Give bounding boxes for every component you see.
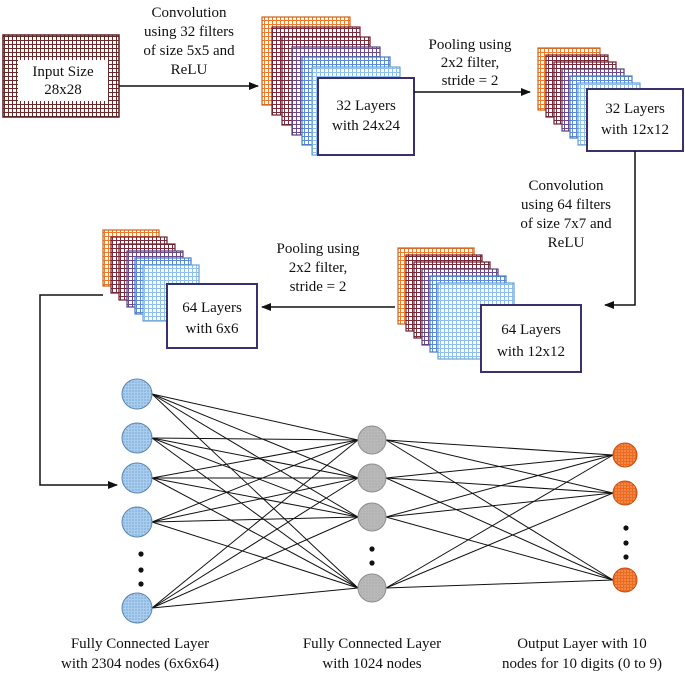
connection-line [151, 477, 359, 518]
ellipsis-dot [138, 567, 144, 573]
node [612, 567, 638, 593]
pool2-caption-line2: 2x2 filter, [289, 260, 348, 276]
connection-line [151, 393, 359, 479]
feature-stack-64x6: 64 Layers with 6x6 [102, 229, 258, 349]
conv1-caption-line1: Convolution [151, 5, 227, 21]
conv1-caption-line4: ReLU [171, 62, 208, 78]
conv2-caption-line2: using 64 filters [521, 197, 611, 213]
node [121, 506, 153, 538]
stack3-label-line1: 64 Layers [501, 322, 561, 338]
output-layer-caption: Output Layer with 10 nodes for 10 digits… [502, 636, 662, 672]
node [357, 425, 387, 455]
conv1-caption-line3: of size 5x5 and [143, 43, 235, 59]
input-block: Input Size 28x28 [2, 34, 120, 118]
connection-line [151, 393, 359, 589]
input-label-line1: Input Size [32, 64, 94, 80]
stack4-label-line1: 64 Layers [182, 300, 242, 316]
connection-line [385, 454, 614, 589]
connection-line [385, 477, 614, 581]
connection-line [151, 437, 359, 441]
pool2-caption-line1: Pooling using [277, 241, 360, 257]
out-caption-line1: Output Layer with 10 [517, 636, 647, 652]
connection-line [151, 516, 359, 523]
connection-line [151, 437, 359, 479]
fc2-caption-line2: with 1024 nodes [322, 656, 421, 672]
fc1-caption-line2: with 2304 nodes (6x6x64) [61, 656, 219, 672]
node [612, 480, 638, 506]
stack2-label-line1: 32 Layers [605, 101, 665, 117]
connection-line [385, 454, 614, 518]
node [612, 442, 638, 468]
fc-layer-2304-caption: Fully Connected Layer with 2304 nodes (6… [61, 636, 219, 672]
node [357, 573, 387, 603]
pool1-caption-line2: 2x2 filter, [441, 55, 500, 71]
conv2-caption-line1: Convolution [528, 178, 604, 194]
fc-layer-1024-caption: Fully Connected Layer with 1024 nodes [303, 636, 441, 672]
ellipsis-dot [369, 560, 375, 566]
connection-line [151, 439, 359, 609]
connection-line [151, 439, 359, 523]
stack3-label-line2: with 12x12 [497, 344, 565, 360]
node [121, 422, 153, 454]
input-label-line2: 28x28 [44, 82, 82, 98]
connection-line [385, 492, 614, 589]
ellipsis-dot [138, 581, 144, 587]
connection-line [385, 579, 614, 589]
conv2-caption-line3: of size 7x7 and [520, 216, 612, 232]
connection-line [151, 477, 359, 609]
ellipsis-dot [623, 554, 629, 560]
connection-line [385, 439, 614, 456]
connection-line [151, 439, 359, 479]
conv1-caption-line2: using 32 filters [144, 24, 234, 40]
pool1-caption-line1: Pooling using [429, 37, 512, 53]
connection-line [151, 393, 359, 518]
ellipsis-dot [138, 551, 144, 557]
conv2-caption-line4: ReLU [548, 235, 585, 251]
arrow-conv2 [604, 151, 636, 309]
feature-stack-32x12: 32 Layers with 12x12 [537, 47, 684, 152]
connection-line [151, 477, 359, 523]
connection-line [385, 454, 614, 479]
fc-layer-2304 [121, 378, 153, 624]
pool1-caption-line3: stride = 2 [442, 73, 499, 89]
arrow-flatten [39, 294, 118, 489]
connection-line [151, 437, 359, 589]
stack1-label-line1: 32 Layers [336, 98, 396, 114]
network-connections [151, 393, 614, 609]
stack2-label-line2: with 12x12 [601, 122, 669, 138]
node [357, 502, 387, 532]
connection-line [385, 492, 614, 518]
connection-line [151, 516, 359, 609]
conv2-caption: Convolution using 64 filters of size 7x7… [520, 178, 612, 251]
connection-line [151, 521, 359, 589]
node [121, 378, 153, 410]
connection-line [385, 516, 614, 581]
ellipsis-dot [623, 540, 629, 546]
node [121, 592, 153, 624]
feature-stack-32x24: 32 Layers with 24x24 [261, 16, 415, 156]
conv1-caption: Convolution using 32 filters of size 5x5… [143, 5, 235, 78]
pool1-caption: Pooling using 2x2 filter, stride = 2 [429, 37, 512, 89]
node [121, 462, 153, 494]
ellipsis-dot [623, 525, 629, 531]
connection-line [385, 439, 614, 581]
pool2-caption-line3: stride = 2 [290, 279, 347, 295]
connection-line [151, 393, 359, 441]
fc2-caption-line1: Fully Connected Layer [303, 636, 441, 652]
out-caption-line2: nodes for 10 digits (0 to 9) [502, 656, 662, 672]
stack4-label-line2: with 6x6 [186, 321, 239, 337]
feature-stack-64x12: 64 Layers with 12x12 [397, 247, 582, 373]
connection-line [151, 477, 359, 589]
node [357, 463, 387, 493]
ellipsis-dot [369, 546, 375, 552]
fc1-caption-line1: Fully Connected Layer [71, 636, 209, 652]
output-layer-10 [612, 442, 638, 593]
pool2-caption: Pooling using 2x2 filter, stride = 2 [277, 241, 360, 295]
stack1-label-line2: with 24x24 [332, 118, 400, 134]
fc-layer-1024 [357, 425, 387, 603]
connection-line [151, 587, 359, 609]
